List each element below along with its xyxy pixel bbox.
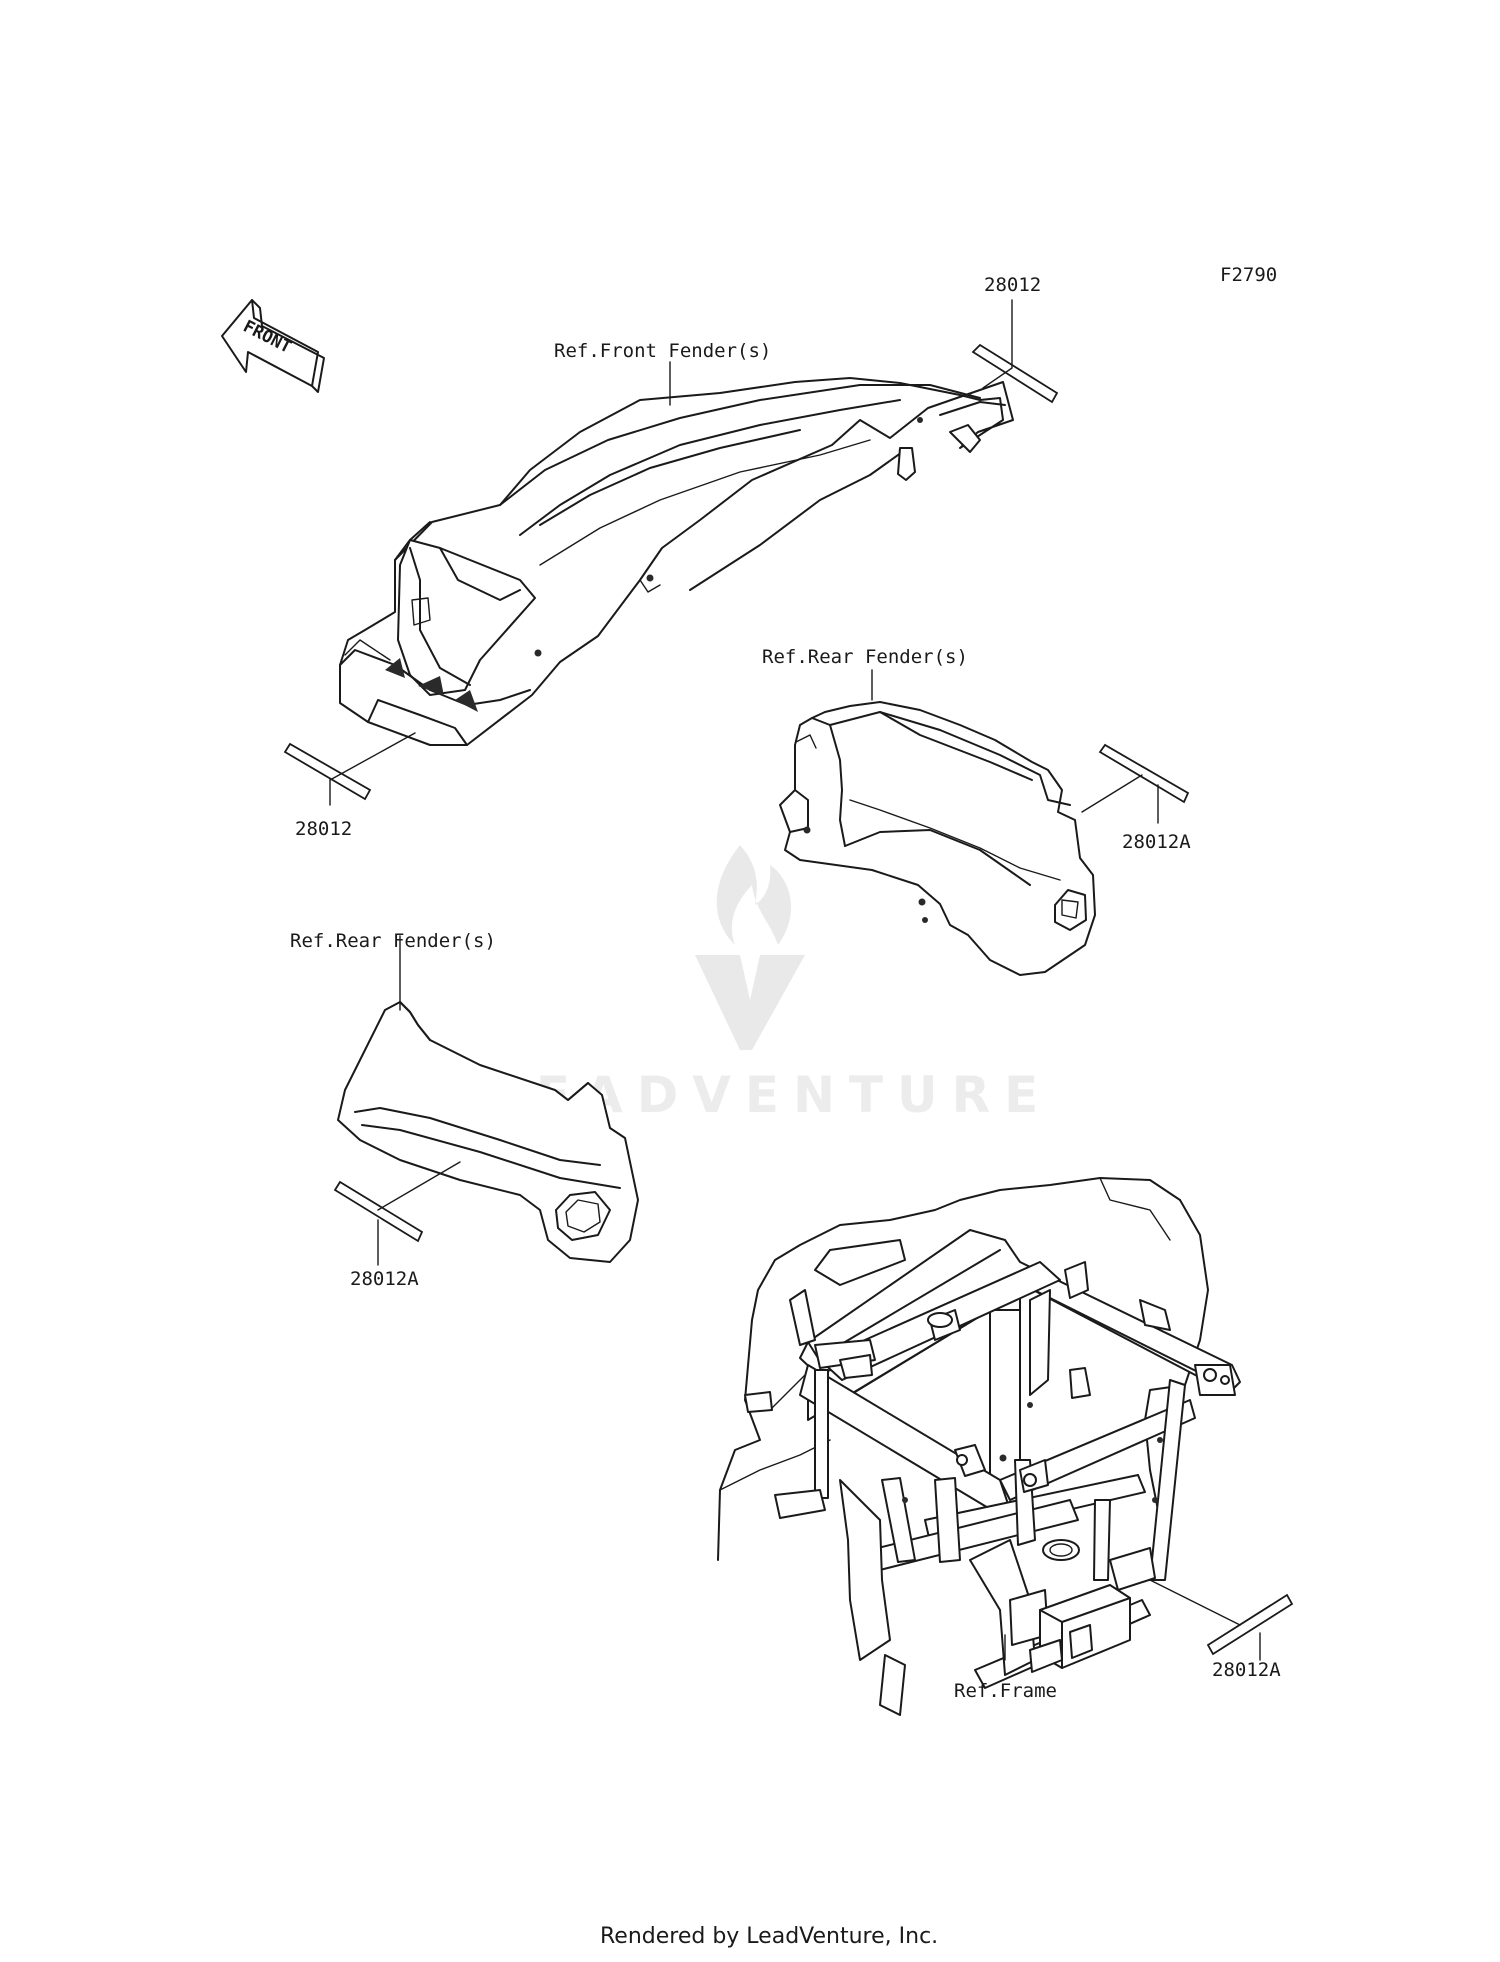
decal-28012a-frame (1206, 1593, 1294, 1656)
diagram-code: F2790 (1220, 264, 1277, 286)
label-decal-rear-right: 28012A (1122, 831, 1191, 853)
label-decal-front-left: 28012 (295, 818, 352, 840)
label-decal-frame: 28012A (1212, 1659, 1281, 1681)
label-frame-ref: Ref.Frame (954, 1680, 1057, 1702)
label-rear-fender-ref-right: Ref.Rear Fender(s) (762, 646, 968, 668)
label-rear-fender-ref-left: Ref.Rear Fender(s) (290, 930, 496, 952)
leader-lines (329, 299, 1261, 1661)
label-front-fender-ref: Ref.Front Fender(s) (554, 340, 771, 362)
rear-fender-left (337, 1001, 639, 1263)
footer-credit: Rendered by LeadVenture, Inc. (600, 1924, 938, 1949)
decal-28012-top (971, 343, 1059, 404)
front-fender (339, 377, 1014, 746)
decal-28012a-left (333, 1180, 424, 1243)
label-decal-front-top: 28012 (984, 274, 1041, 296)
label-decal-rear-left: 28012A (350, 1268, 419, 1290)
decal-28012a-right (1098, 743, 1190, 804)
front-arrow-icon: FRONT (221, 299, 325, 393)
rear-fender-right (779, 701, 1096, 976)
frame (717, 1177, 1241, 1716)
decal-28012-left (283, 742, 372, 801)
